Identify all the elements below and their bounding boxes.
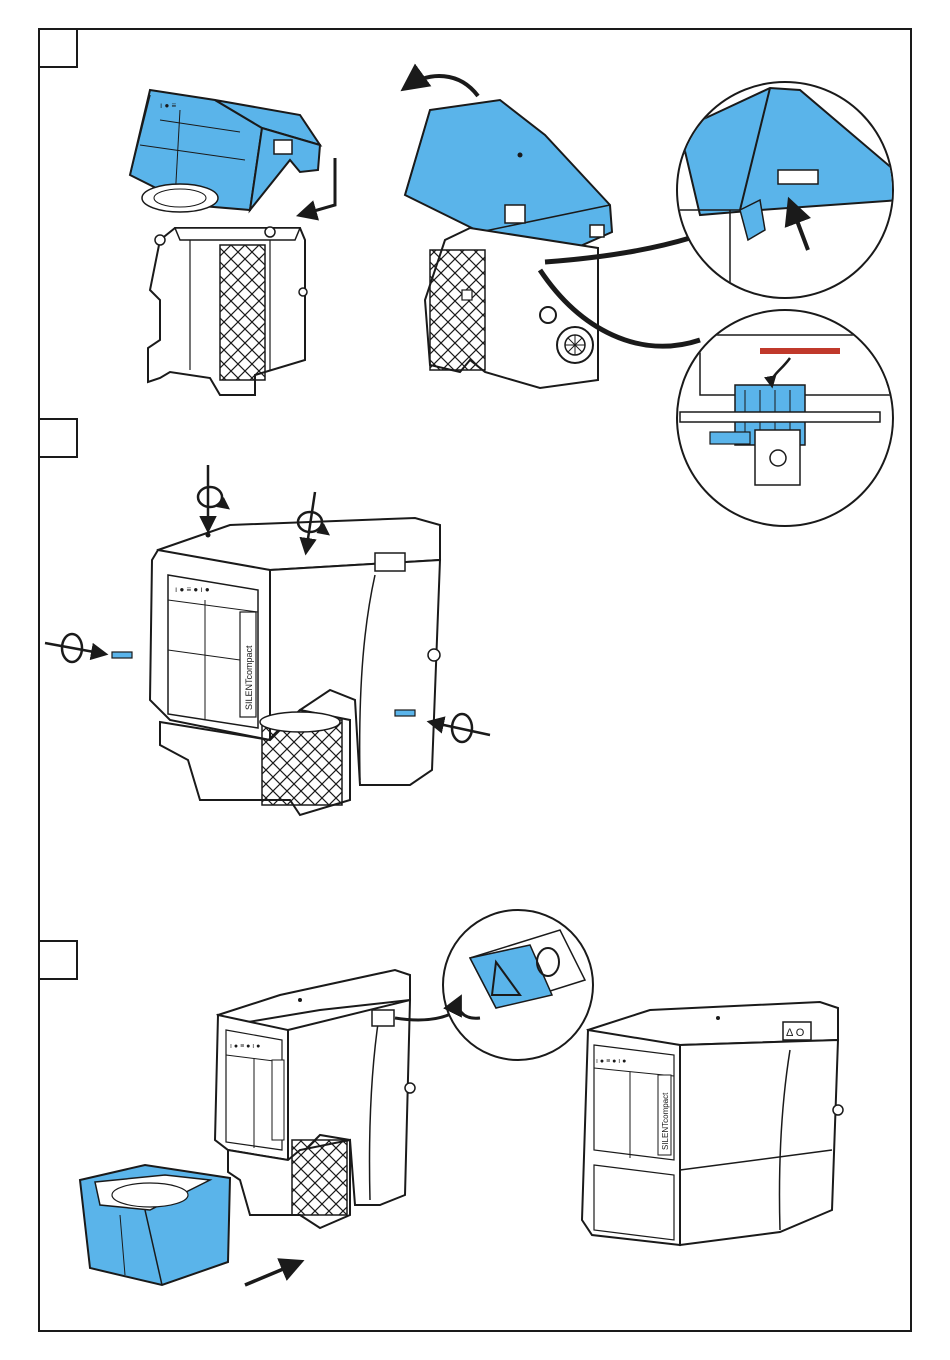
step3-device-assembled: SILENTcompact Δ O ı ● ≡ ● ı ●: [582, 1002, 843, 1245]
step1-tilted-device: [405, 100, 612, 388]
step1-removed-housing: ı ● ≡: [130, 90, 320, 212]
device-side-label-step3: SILENTcompact: [661, 1092, 670, 1150]
step3-device-left: ı ● ≡ ● ı ●: [215, 970, 415, 1228]
step2-device: SILENTcompact ı ● ≡ ● ı ●: [150, 518, 440, 815]
unscrew-icon-left: [45, 634, 132, 662]
svg-text:ı ● ≡ ● ı ●: ı ● ≡ ● ı ●: [175, 585, 210, 594]
step1-tilt-arrow-icon: [405, 76, 478, 96]
detail-circle-latch: [677, 82, 900, 300]
svg-text:ı ● ≡: ı ● ≡: [160, 101, 177, 110]
svg-text:Δ O: Δ O: [786, 1027, 805, 1039]
device-side-label-step2: SILENTcompact: [244, 645, 254, 710]
svg-text:ı ● ≡ ● ı ●: ı ● ≡ ● ı ●: [596, 1058, 626, 1065]
step3-blue-insert: [80, 1165, 230, 1285]
detail-circle-sticker: [443, 910, 593, 1060]
step1-base-unit: [148, 227, 307, 395]
detail-circle-clip: [677, 310, 893, 526]
step3-slide-in-arrow-icon: [245, 1262, 300, 1285]
unscrew-icon-top-left: [198, 465, 228, 530]
svg-text:ı ● ≡ ● ı ●: ı ● ≡ ● ı ●: [230, 1043, 260, 1050]
